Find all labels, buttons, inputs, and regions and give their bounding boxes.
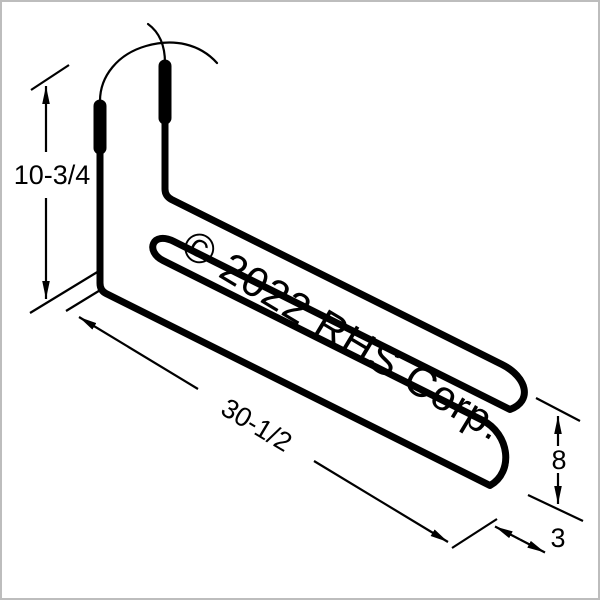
width-extension-top [535,397,581,422]
height-label: 10-3/4 [14,160,91,190]
length-extension-right [451,518,498,549]
length-dim-line-right [313,460,449,543]
height-dimension: 10-3/4 [14,64,100,314]
spacing-dimension: 3 [494,523,566,554]
heating-element [93,22,528,489]
length-label: 30-1/2 [216,393,297,458]
width-extension-bottom [527,494,584,522]
width-dimension: 8 [527,397,584,522]
length-extension-left [65,288,103,312]
right-lead-wire-icon [146,22,167,65]
element-tube-path [96,116,528,489]
height-extension-top [30,64,70,91]
spacing-dim-line-left [494,525,521,541]
length-dim-line-left [78,316,199,390]
spacing-label: 3 [550,523,565,553]
height-extension-bottom [29,270,100,314]
left-lead-wire-icon [98,41,219,103]
width-label: 8 [551,445,566,475]
spacing-dim-line-right [519,538,546,554]
